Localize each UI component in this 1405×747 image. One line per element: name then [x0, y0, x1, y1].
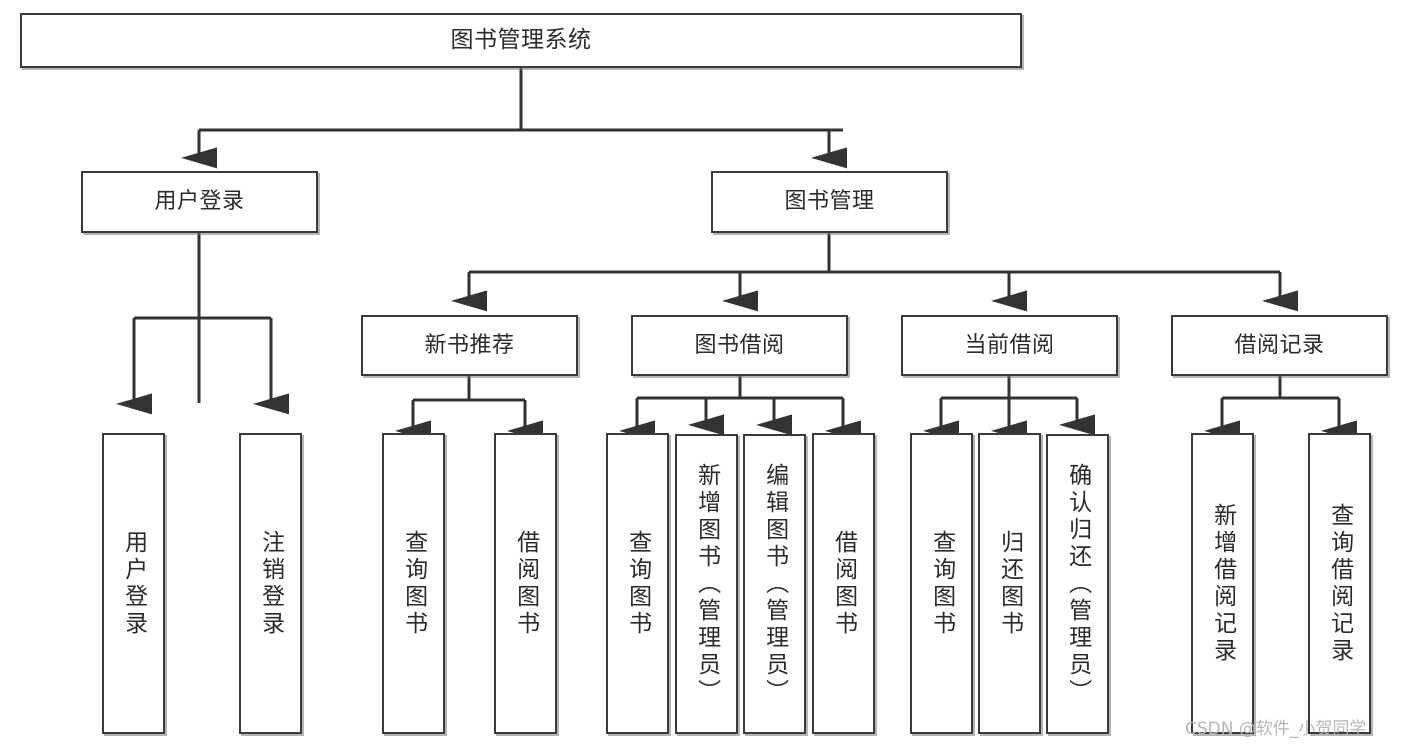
- leaf-add-borrowing-record[interactable]: 新增借阅记录: [1191, 433, 1254, 734]
- node-label: 新书推荐: [424, 332, 515, 358]
- node-current-borrowing[interactable]: 当前借阅: [901, 315, 1118, 376]
- node-label: 当前借阅: [964, 332, 1055, 358]
- node-label: 归还图书: [996, 529, 1023, 638]
- node-label: 图书借阅: [694, 332, 785, 358]
- node-label: 注销登录: [257, 529, 284, 638]
- leaf-confirm-return-admin[interactable]: 确认归还（管理员）: [1046, 434, 1109, 734]
- node-book-borrowing[interactable]: 图书借阅: [631, 315, 848, 376]
- node-root-book-management-system[interactable]: 图书管理系统: [20, 13, 1022, 68]
- leaf-borrow-book-newbook[interactable]: 借阅图书: [494, 433, 557, 734]
- leaf-query-book-current[interactable]: 查询图书: [910, 433, 973, 734]
- node-label: 编辑图书（管理员）: [761, 462, 788, 706]
- node-label: 查询图书: [624, 529, 651, 638]
- node-label: 用户登录: [120, 529, 147, 638]
- leaf-query-book-newbook[interactable]: 查询图书: [382, 433, 445, 734]
- node-label: 借阅图书: [512, 529, 539, 638]
- leaf-user-login[interactable]: 用户登录: [102, 433, 165, 734]
- node-label: 新增借阅记录: [1209, 502, 1236, 665]
- node-label: 借阅记录: [1234, 332, 1325, 358]
- leaf-borrow-book[interactable]: 借阅图书: [812, 433, 875, 734]
- node-label: 图书管理: [784, 189, 875, 215]
- node-label: 图书管理系统: [450, 27, 592, 54]
- node-label: 查询借阅记录: [1326, 502, 1353, 665]
- leaf-add-book-admin[interactable]: 新增图书（管理员）: [675, 434, 738, 734]
- leaf-query-book-borrow[interactable]: 查询图书: [606, 433, 669, 734]
- node-label: 用户登录: [154, 189, 245, 215]
- node-label: 查询图书: [928, 529, 955, 638]
- node-new-book-recommendation[interactable]: 新书推荐: [361, 315, 578, 376]
- leaf-edit-book-admin[interactable]: 编辑图书（管理员）: [743, 434, 806, 734]
- node-user-login[interactable]: 用户登录: [81, 171, 318, 233]
- node-book-management[interactable]: 图书管理: [711, 171, 948, 233]
- leaf-logout[interactable]: 注销登录: [239, 433, 302, 734]
- node-label: 新增图书（管理员）: [693, 462, 720, 706]
- leaf-query-borrowing-record[interactable]: 查询借阅记录: [1308, 433, 1371, 734]
- node-label: 查询图书: [400, 529, 427, 638]
- node-label: 借阅图书: [830, 529, 857, 638]
- node-label: 确认归还（管理员）: [1064, 462, 1091, 706]
- csdn-watermark: CSDN @软件_小贺同学: [1185, 719, 1367, 739]
- node-borrowing-record[interactable]: 借阅记录: [1171, 315, 1388, 376]
- leaf-return-book[interactable]: 归还图书: [978, 433, 1041, 734]
